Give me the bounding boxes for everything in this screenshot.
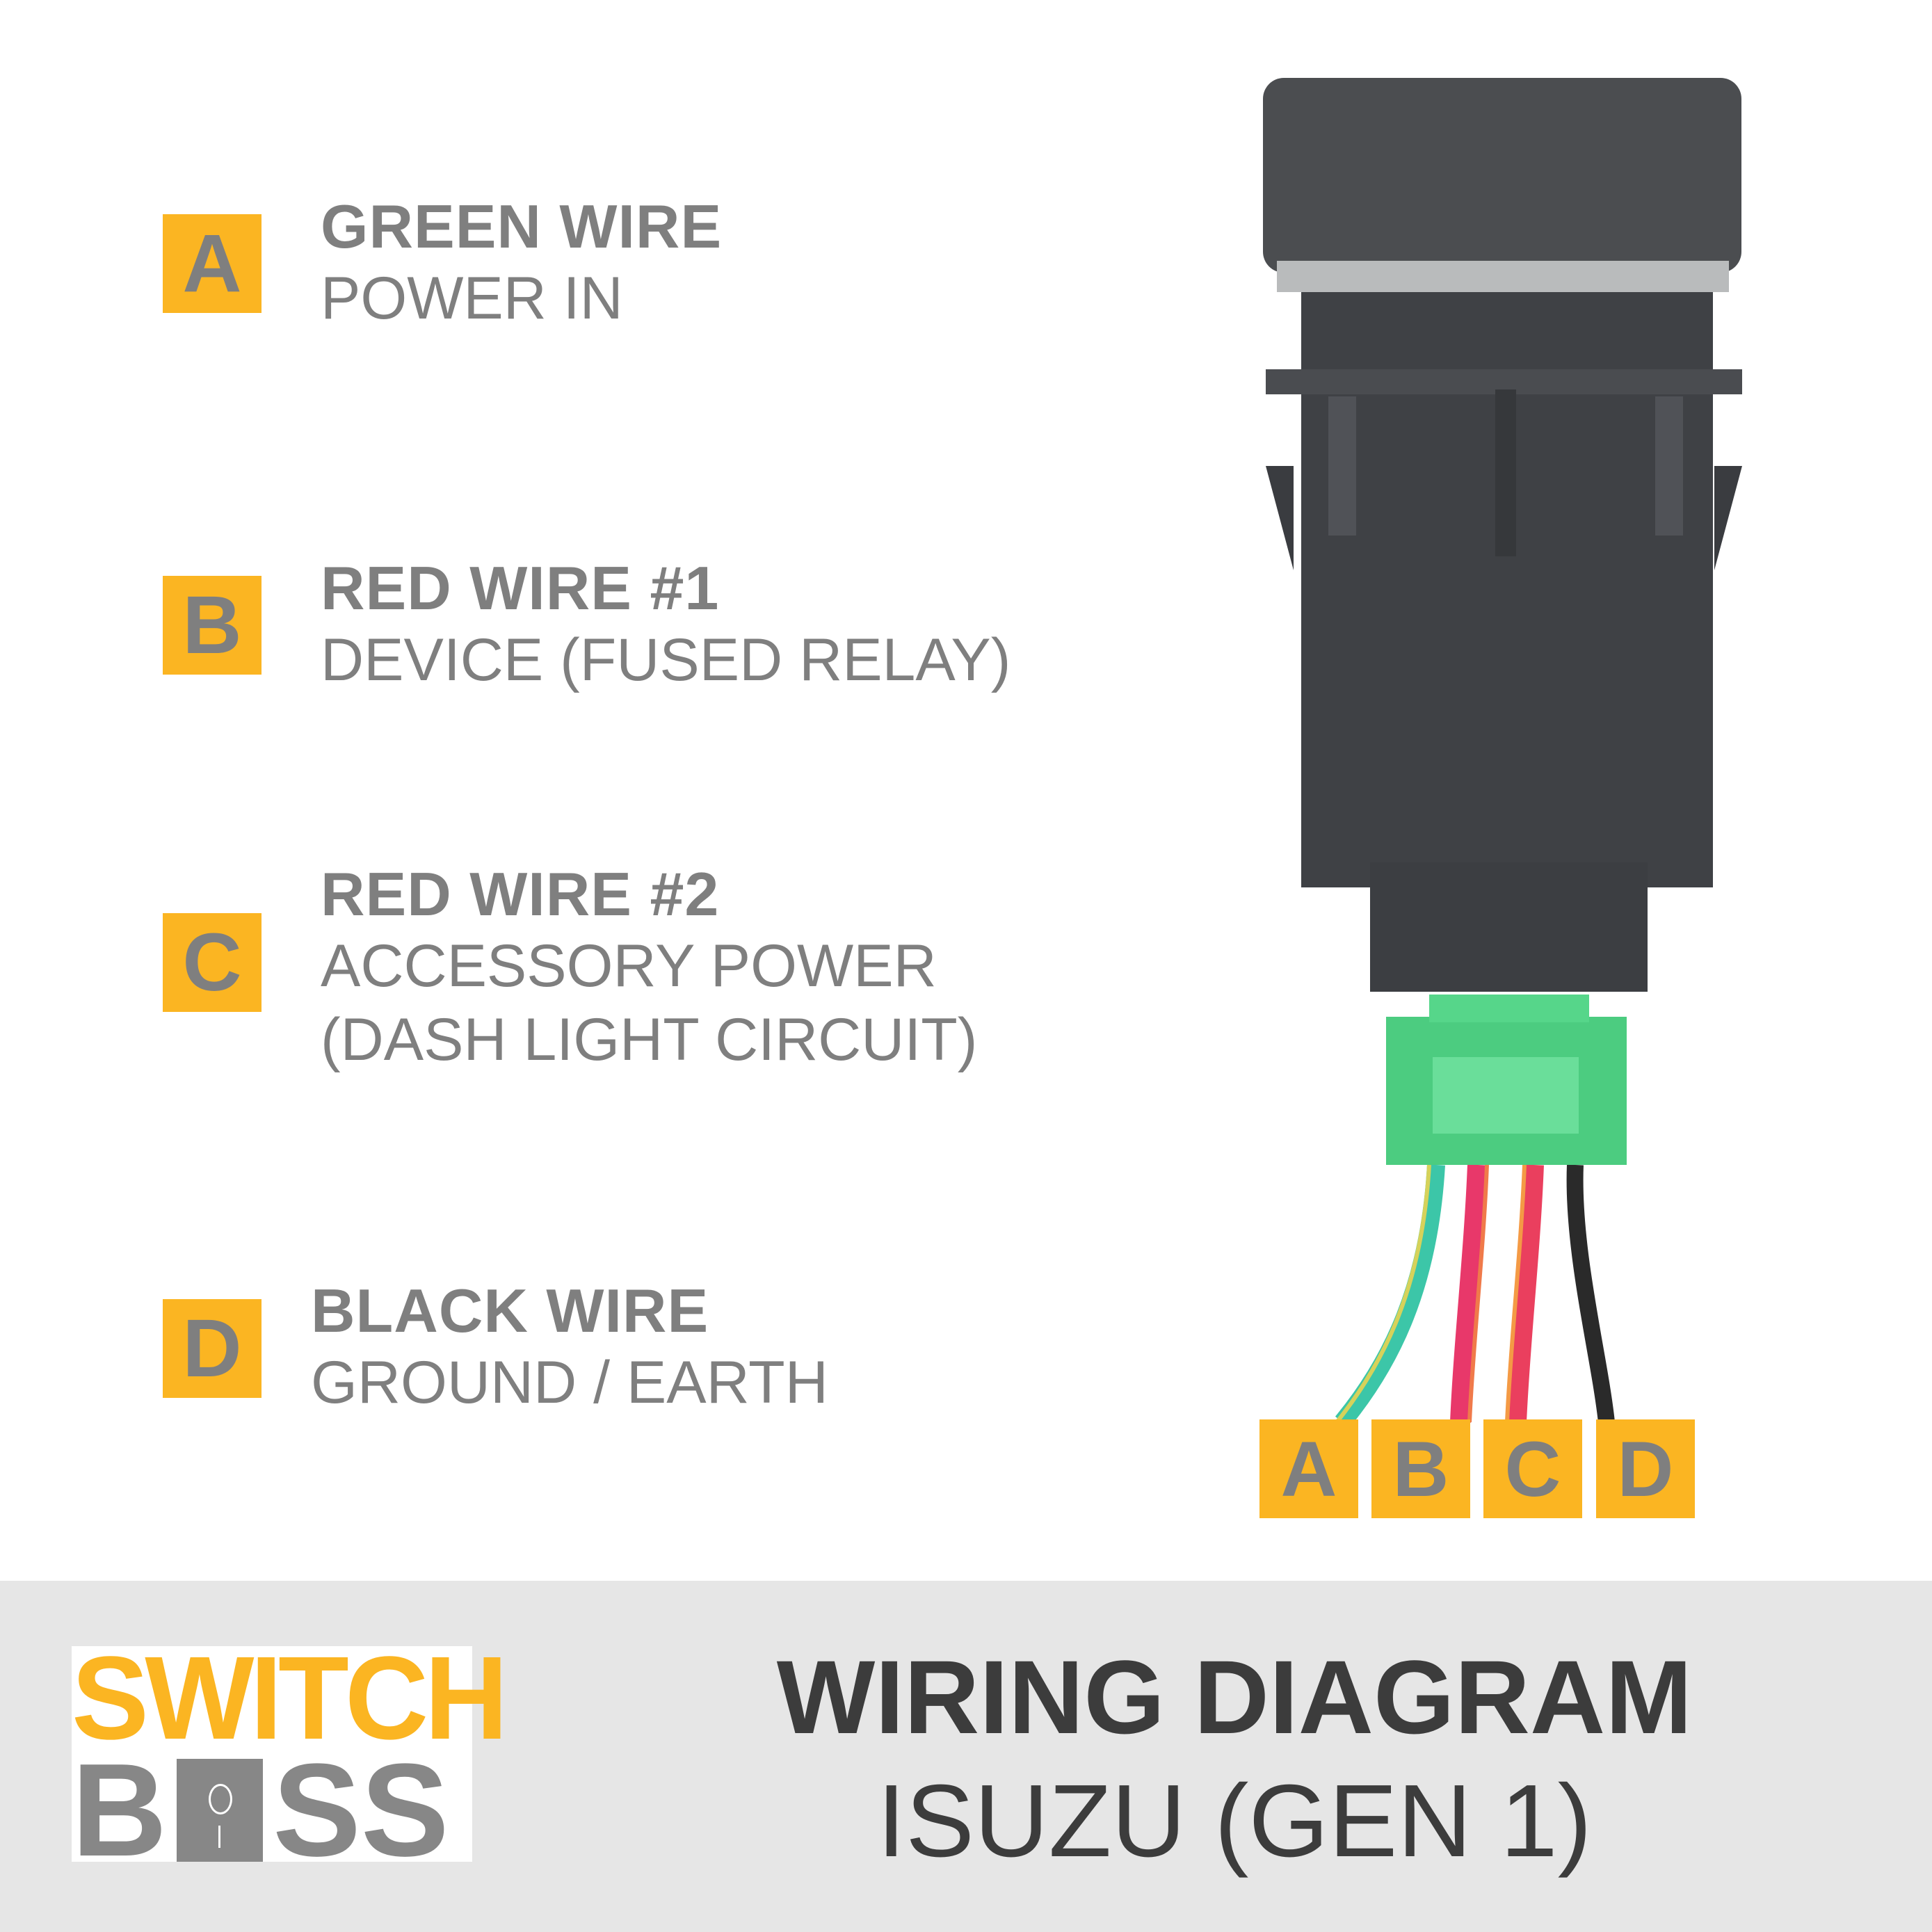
legend-title-a: GREEN WIRE: [321, 192, 723, 261]
legend-title-d: BLACK WIRE: [311, 1276, 709, 1345]
badge-c: C: [163, 913, 261, 1012]
logo-top-text: SWITCH: [72, 1632, 508, 1764]
switch-illustration: [1263, 78, 1742, 1428]
legend-desc-a: POWER IN: [321, 265, 623, 332]
badge-b: B: [163, 576, 261, 675]
wire-b: [1450, 1164, 1488, 1423]
wire-label-d: D: [1596, 1419, 1695, 1518]
logo-ss: SS: [273, 1737, 449, 1884]
legend-desc-c-2: (DASH LIGHT CIRCUIT): [321, 1006, 978, 1073]
badge-d: D: [163, 1299, 261, 1398]
badge-a: A: [163, 214, 261, 313]
wires: [1335, 1164, 1615, 1428]
legend-desc-d: GROUND / EARTH: [311, 1349, 828, 1416]
legend-title-c: RED WIRE #2: [321, 860, 720, 928]
legend-title-b: RED WIRE #1: [321, 554, 720, 622]
wire-label-c: C: [1483, 1419, 1582, 1518]
logo-b: B: [72, 1737, 168, 1884]
switch-boss-logo: SWITCH B SS: [72, 1632, 508, 1884]
logo-bottom: B SS: [72, 1737, 449, 1884]
wire-a: [1335, 1164, 1445, 1428]
page-subtitle: ISUZU (GEN 1): [877, 1764, 1592, 1878]
wire-d: [1566, 1164, 1615, 1424]
legend-desc-b: DEVICE (FUSED RELAY): [321, 627, 1011, 693]
rocker-switch-icon: [177, 1759, 264, 1862]
wire-c: [1506, 1164, 1544, 1423]
page-title: WIRING DIAGRAM: [776, 1639, 1693, 1755]
legend-desc-c-1: ACCESSORY POWER: [321, 933, 937, 999]
wire-label-a: A: [1259, 1419, 1358, 1518]
switch-cap: [1263, 78, 1741, 273]
wire-label-b: B: [1371, 1419, 1470, 1518]
switch-base: [1370, 862, 1648, 992]
